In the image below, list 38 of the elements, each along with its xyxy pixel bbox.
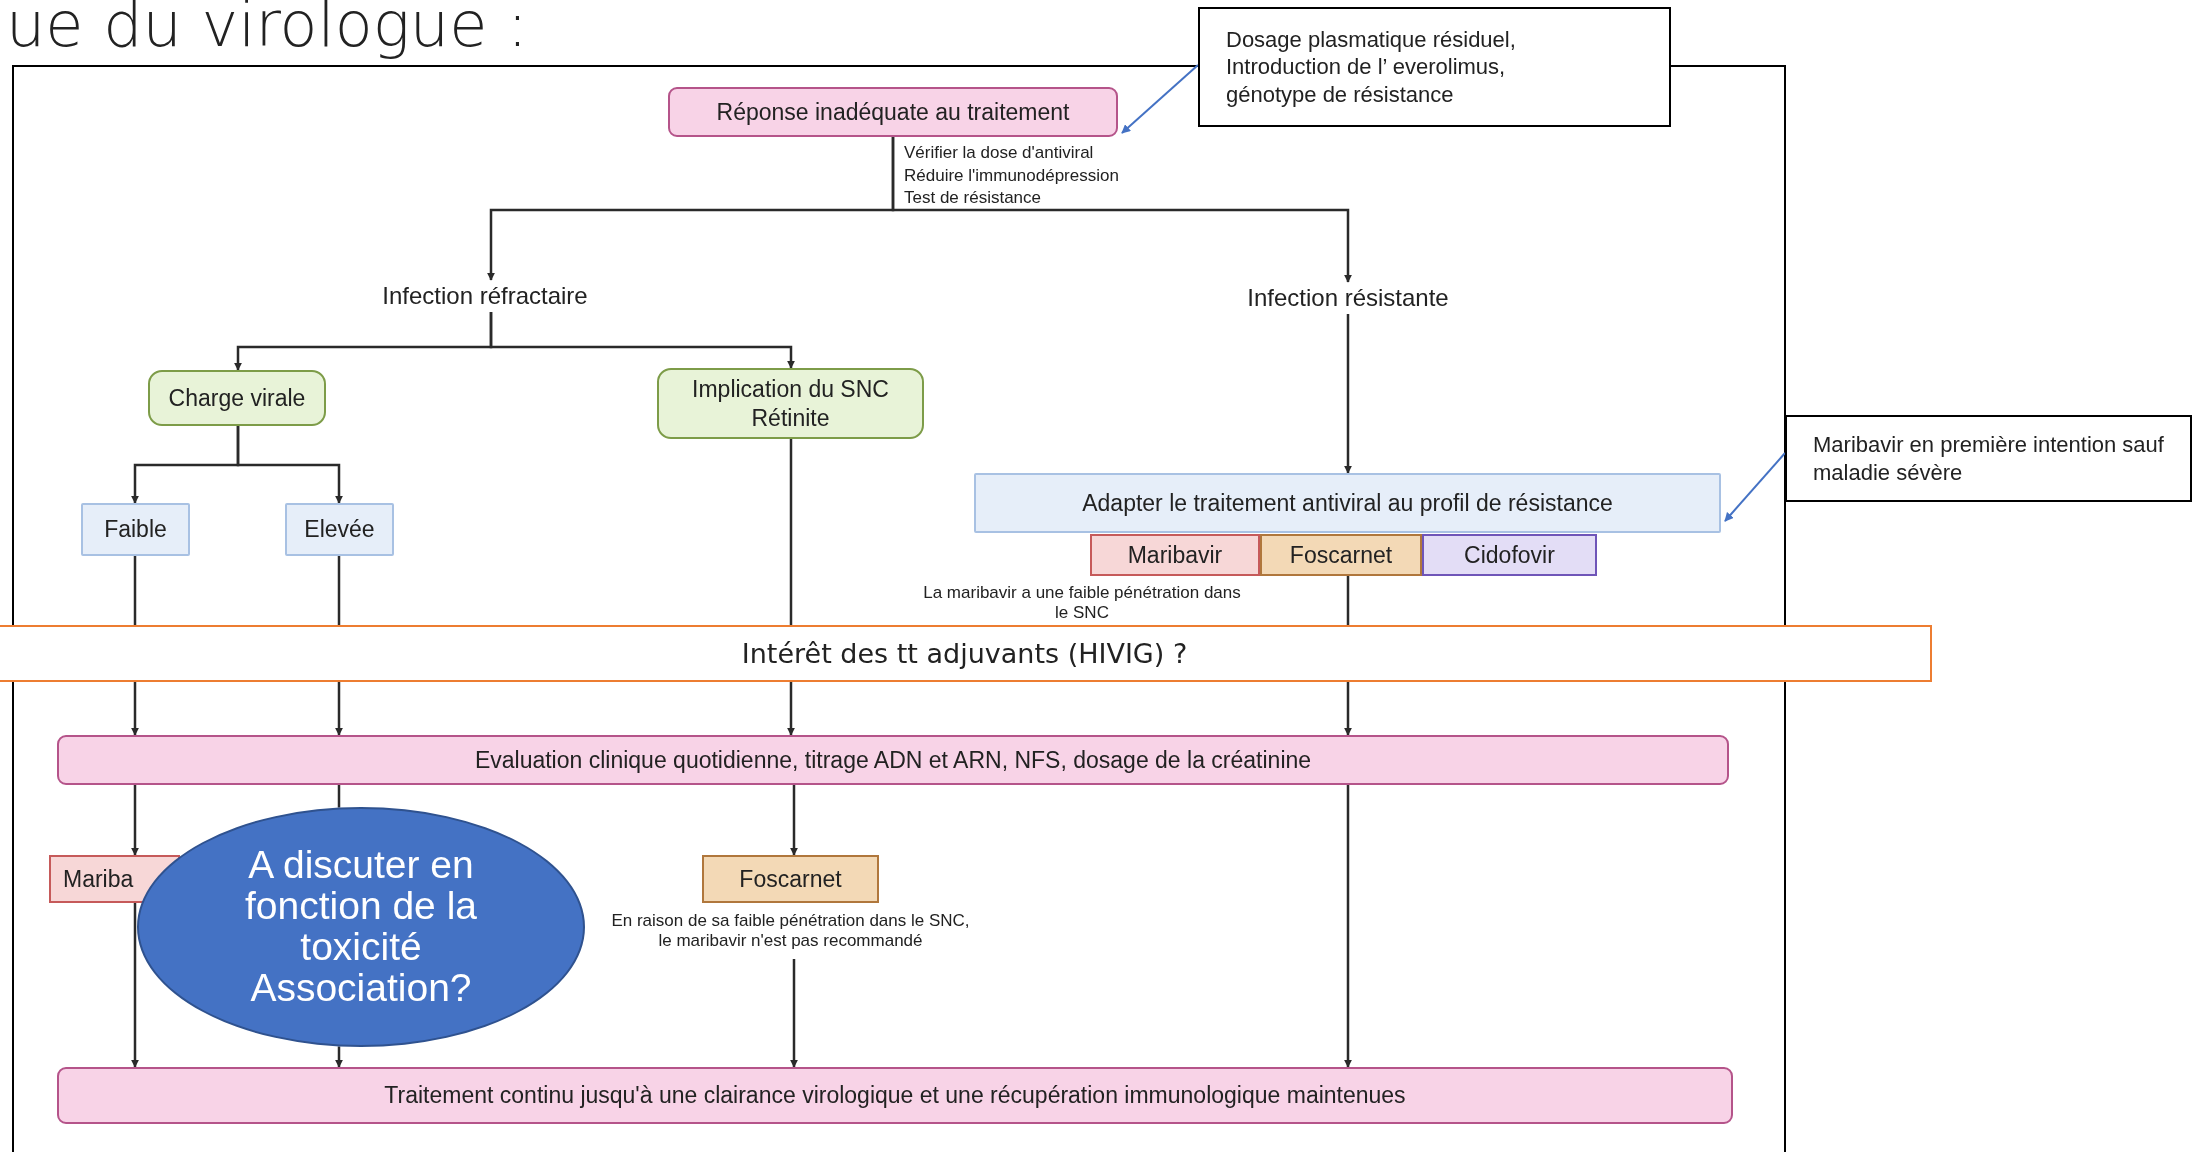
process-box: Réponse inadéquate au traitement bbox=[668, 87, 1118, 137]
drug-box: Cidofovir bbox=[1422, 534, 1597, 576]
drug-box: Foscarnet bbox=[1260, 534, 1422, 576]
connector-arrow bbox=[131, 682, 139, 736]
process-box: Evaluation clinique quotidienne, titrage ADN et ARN, NFS, dosage de la créatinine bbox=[57, 735, 1729, 785]
connector-arrow bbox=[335, 1046, 343, 1068]
branch-label: Infection réfractaire bbox=[375, 280, 595, 312]
comment-ellipse: A discuter en fonction de la toxicité Association? bbox=[137, 807, 585, 1047]
callout-box: Dosage plasmatique résiduel, Introduction de l’ everolimus, génotype de résistance bbox=[1198, 7, 1671, 127]
leader-arrow bbox=[1724, 452, 1786, 522]
level-box: Adapter le traitement antiviral au profil de résistance bbox=[974, 473, 1721, 533]
note-text: En raison de sa faible pénétration dans le SNC, le maribavir n'est pas recommandé bbox=[610, 911, 971, 952]
connector-arrow bbox=[489, 312, 795, 369]
connector-arrow bbox=[236, 426, 343, 504]
connector-arrow bbox=[790, 785, 798, 856]
drug-box: Foscarnet bbox=[702, 855, 879, 903]
annotation-text: La maribavir a une faible pénétration dans le SNC bbox=[922, 583, 1242, 624]
callout-box: Maribavir en première intention sauf maladie sévère bbox=[1785, 415, 2192, 502]
connector-arrow bbox=[131, 785, 139, 856]
category-box: Charge virale bbox=[148, 370, 326, 426]
connector-arrow bbox=[335, 682, 343, 736]
process-box: Traitement continu jusqu'à une clairance virologique et une récupération immunologique maintenues bbox=[57, 1067, 1733, 1124]
connector-arrow bbox=[1344, 785, 1352, 1068]
connector-arrow bbox=[1344, 682, 1352, 736]
connector-arrow bbox=[787, 682, 795, 736]
level-box: Elevée bbox=[285, 503, 394, 556]
annotation-text: Test de résistance bbox=[904, 188, 1041, 209]
connector-arrow bbox=[1344, 314, 1352, 474]
annotation-text: Vérifier la dose d'antiviral bbox=[904, 143, 1094, 164]
connector-arrow bbox=[891, 137, 1352, 283]
note-banner: Intérêt des tt adjuvants (HIVIG) ? bbox=[0, 625, 1932, 682]
drug-box: Maribavir bbox=[1090, 534, 1260, 576]
branch-label: Infection résistante bbox=[1213, 282, 1483, 314]
connector-arrow bbox=[790, 959, 798, 1068]
level-box: Faible bbox=[81, 503, 190, 556]
annotation-text: Réduire l'immunodépression bbox=[904, 166, 1119, 187]
connector-arrow bbox=[131, 903, 139, 1068]
category-box: Implication du SNC Rétinite bbox=[657, 368, 924, 439]
